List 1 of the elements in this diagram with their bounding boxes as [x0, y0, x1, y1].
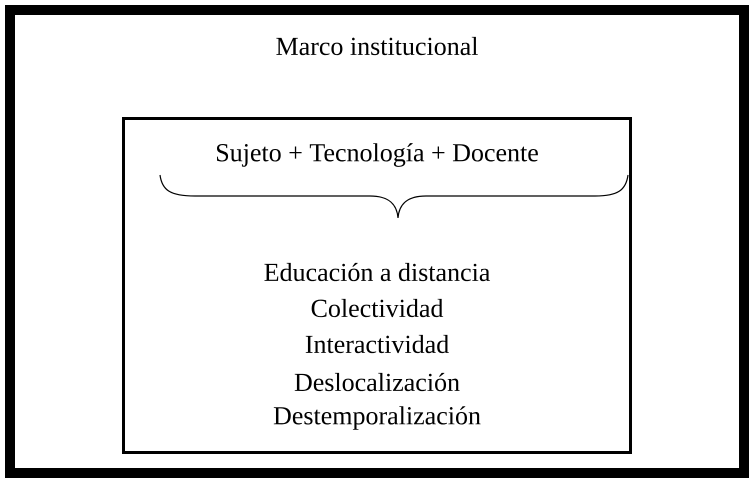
inner-box: Sujeto + Tecnología + Docente Educación a distancia Colectividad Interactividad Deslocalización Destemporalización [122, 117, 632, 454]
